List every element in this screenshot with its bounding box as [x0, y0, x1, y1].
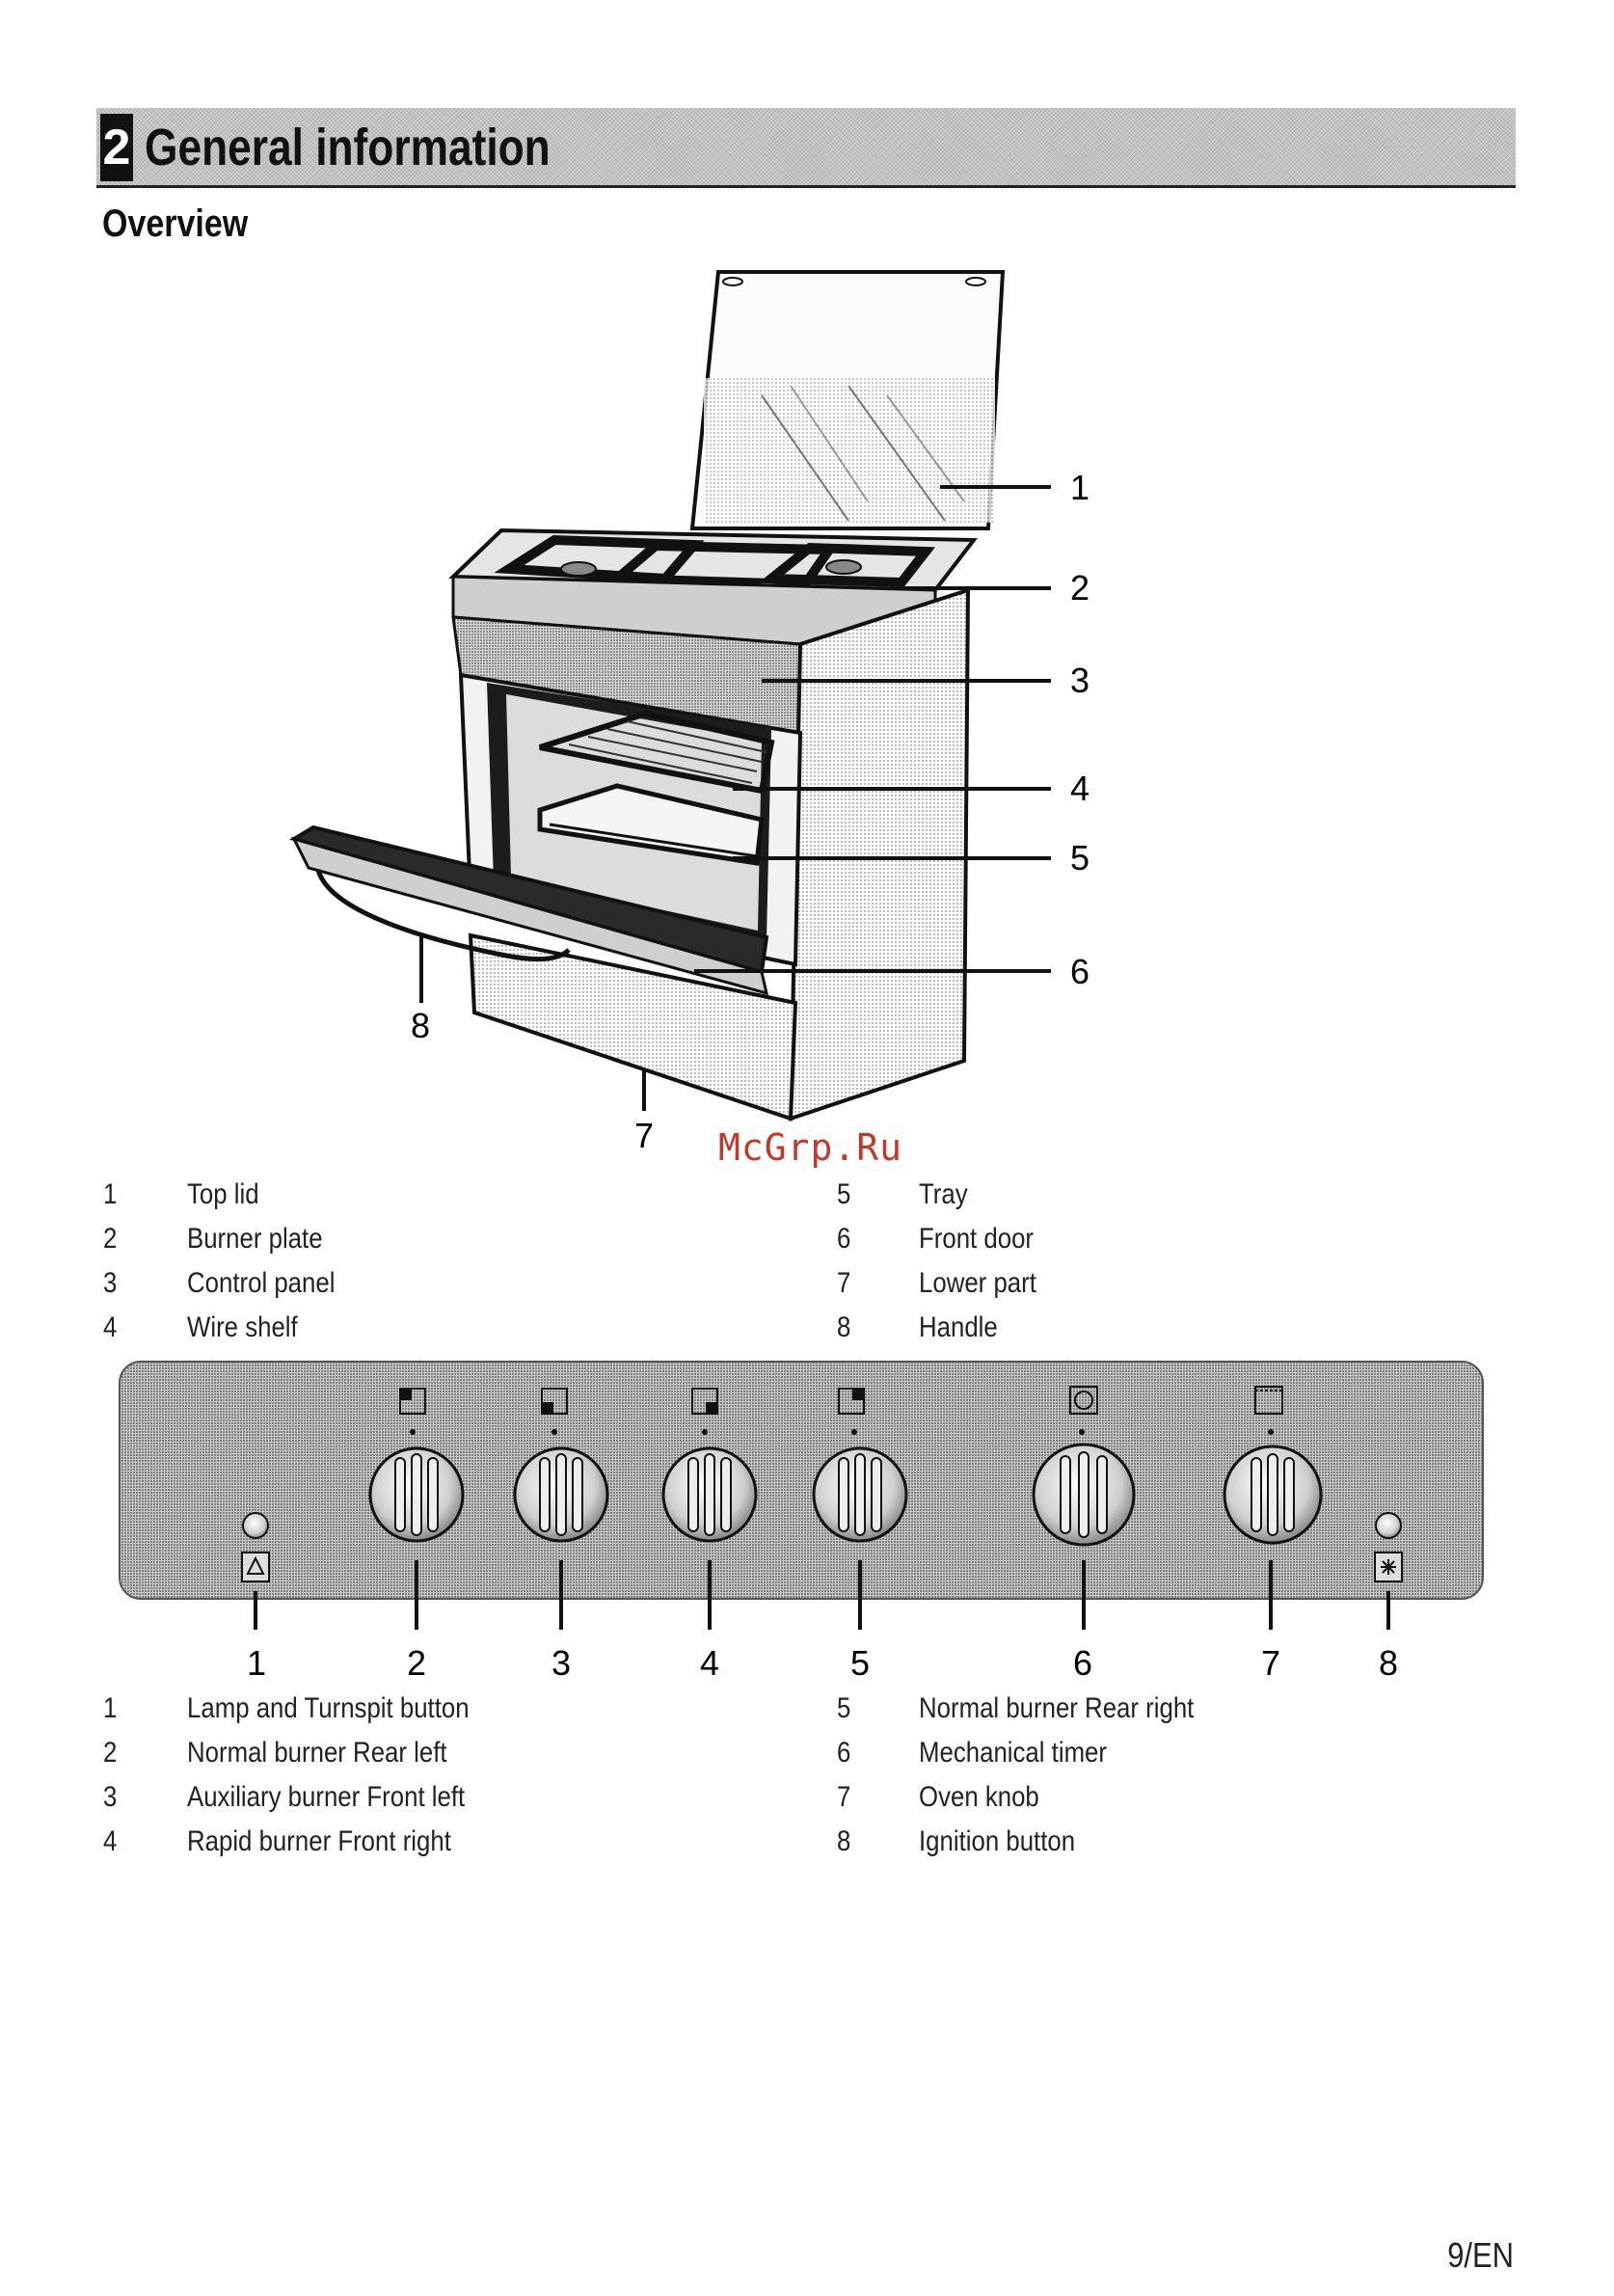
panel-callout-5: 5 [850, 1643, 870, 1683]
panel-callout-8: 8 [1379, 1643, 1398, 1683]
overview-legend-num: 6 [837, 1223, 851, 1255]
callout-lines [419, 485, 1051, 1111]
oven-callout-7: 7 [634, 1116, 654, 1155]
overview-legend-text: Front door [919, 1223, 1035, 1255]
panel-legend-text: Lamp and Turnspit button [187, 1692, 470, 1724]
lower-part [468, 932, 798, 1121]
panel-legend-num: 8 [837, 1825, 851, 1857]
overview-title: Overview [102, 203, 249, 245]
auxiliary-burner-front-left-knob [513, 1388, 609, 1543]
panel-legend-num: 2 [103, 1737, 118, 1769]
panel-legend-text: Rapid burner Front right [187, 1825, 451, 1857]
normal-burner-rear-right-knob [812, 1388, 908, 1543]
overview-legend-text: Tray [919, 1178, 968, 1210]
oven-callout-1: 1 [1070, 468, 1089, 507]
panel-callout-1: 1 [247, 1643, 266, 1683]
panel-legend-num: 1 [103, 1692, 118, 1724]
overview-legend-num: 1 [103, 1178, 118, 1210]
oven-illustration: 1 2 3 4 5 6 7 8 [289, 270, 1089, 1155]
ignition-button [1374, 1512, 1403, 1582]
panel-legend-text: Normal burner Rear left [187, 1737, 447, 1769]
panel-legend-text: Normal burner Rear right [919, 1692, 1195, 1724]
panel-legend-text: Oven knob [919, 1781, 1039, 1813]
panel-legend-num: 6 [837, 1737, 851, 1769]
panel-legend-text: Mechanical timer [919, 1737, 1108, 1769]
overview-legend-text: Burner plate [187, 1223, 323, 1255]
normal-burner-rear-left-knob [368, 1388, 465, 1543]
oven-side [788, 587, 971, 1121]
oven-callout-3: 3 [1070, 661, 1089, 700]
oven-knob [1223, 1386, 1323, 1545]
oven-callout-8: 8 [411, 1006, 430, 1045]
panel-callout-4: 4 [700, 1643, 719, 1683]
oven-callout-4: 4 [1070, 769, 1089, 808]
handle [315, 869, 571, 961]
mechanical-timer-knob [1032, 1386, 1136, 1547]
overview-legend-text: Top lid [187, 1178, 259, 1210]
section-number: 2 [100, 114, 133, 181]
rapid-burner-front-right-knob [661, 1388, 758, 1543]
oven-callout-5: 5 [1070, 838, 1089, 878]
tray [537, 783, 765, 866]
control-panel-illustration: 1 2 3 4 5 6 7 8 [119, 1361, 1484, 1683]
section-title: General information [145, 119, 551, 176]
panel-legend-text: Auxiliary burner Front left [187, 1781, 466, 1813]
panel-callout-2: 2 [407, 1643, 426, 1683]
overview-legend-text: Control panel [187, 1267, 336, 1299]
overview-legend-num: 8 [837, 1311, 851, 1343]
watermark-text: McGrp.Ru [718, 1126, 903, 1169]
lamp-turnspit-button [241, 1512, 270, 1582]
overview-legend-text: Lower part [919, 1267, 1036, 1299]
top-lid [689, 270, 1006, 530]
overview-legend-num: 4 [103, 1311, 118, 1343]
overview-legend-num: 3 [103, 1267, 118, 1299]
overview-legend-text: Handle [919, 1311, 998, 1343]
overview-legend-num: 7 [837, 1267, 851, 1299]
panel-legend-num: 7 [837, 1781, 851, 1813]
overview-legend-num: 2 [103, 1223, 118, 1255]
panel-legend-num: 4 [103, 1825, 118, 1857]
section-header-bar [96, 108, 1516, 188]
panel-legend-text: Ignition button [919, 1825, 1076, 1857]
panel-callout-3: 3 [551, 1643, 571, 1683]
overview-legend-text: Wire shelf [187, 1311, 298, 1343]
page-number: 9/EN [1447, 2235, 1514, 2275]
front-door [289, 824, 769, 996]
wire-shelf [539, 710, 775, 795]
oven-callout-2: 2 [1070, 568, 1089, 608]
panel-callout-7: 7 [1261, 1643, 1280, 1683]
burner-plate [448, 527, 978, 599]
control-panel-band [451, 575, 937, 735]
panel-callout-lines [254, 1560, 1390, 1630]
panel-callout-6: 6 [1073, 1643, 1092, 1683]
panel-legend-num: 3 [103, 1781, 118, 1813]
oven-callout-6: 6 [1070, 952, 1089, 991]
overview-legend-num: 5 [837, 1178, 851, 1210]
panel-legend-num: 5 [837, 1692, 851, 1724]
